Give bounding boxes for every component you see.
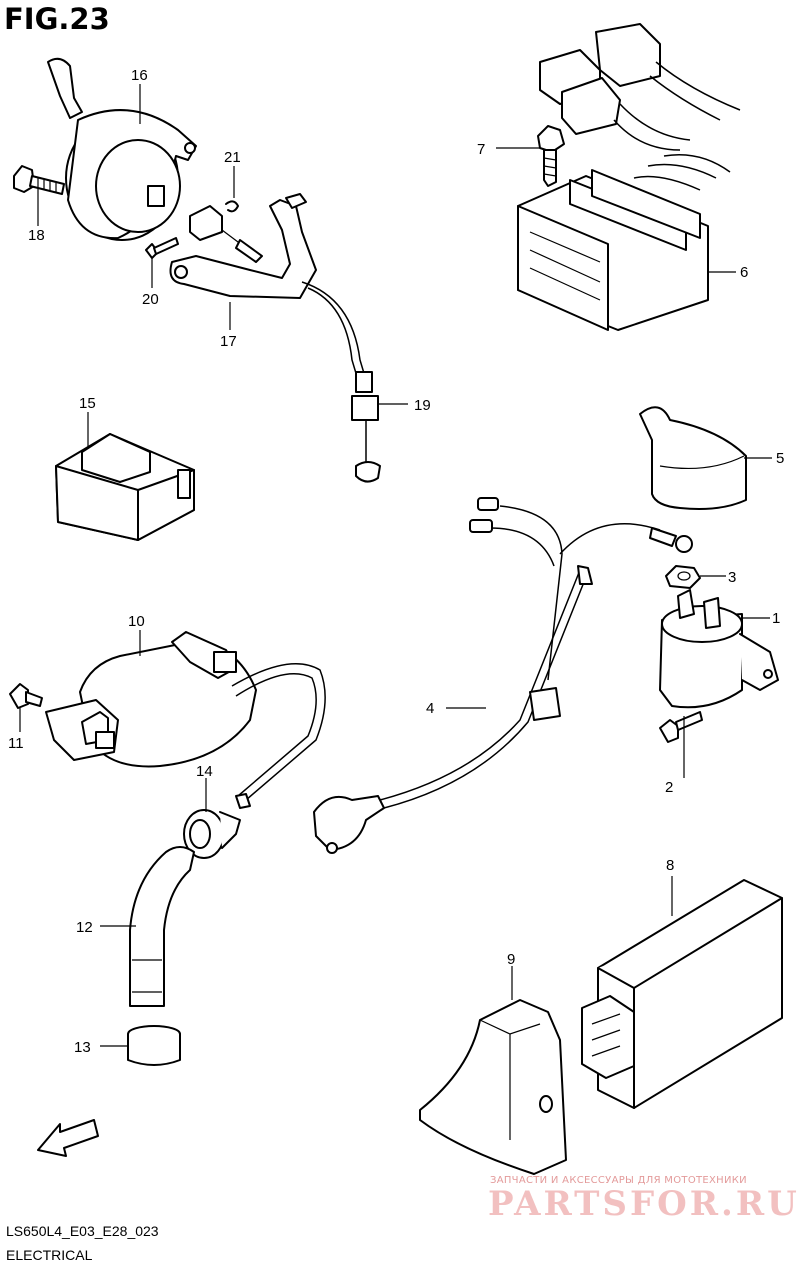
callout-12: 12 (76, 919, 93, 936)
callout-21: 21 (224, 149, 241, 166)
callout-lines (19, 84, 772, 1047)
callout-19: 19 (414, 397, 431, 414)
callout-18: 18 (28, 227, 45, 244)
part-13-boot[interactable] (127, 1025, 181, 1066)
callout-3: 3 (728, 569, 736, 586)
figure-code: LS650L4_E03_E28_023 (6, 1223, 159, 1239)
callout-11: 11 (8, 735, 24, 752)
part-4-harness[interactable] (313, 497, 693, 854)
callout-5: 5 (776, 450, 784, 467)
callout-10: 10 (128, 613, 145, 630)
callout-2: 2 (665, 779, 673, 796)
callout-13: 13 (74, 1039, 91, 1056)
callout-6: 6 (740, 264, 748, 281)
part-6-regulator[interactable] (517, 23, 741, 331)
part-7-bolt[interactable] (537, 125, 565, 187)
callout-8: 8 (666, 857, 674, 874)
part-8-ecu[interactable] (581, 879, 783, 1109)
part-21-clip[interactable] (225, 200, 239, 213)
figure-title: FIG.23 (4, 2, 110, 36)
callout-4: 4 (426, 700, 434, 717)
part-10-ignition-coil[interactable] (45, 631, 326, 809)
callout-17: 17 (220, 333, 237, 350)
part-5-cover[interactable] (639, 406, 747, 510)
part-15-module[interactable] (55, 433, 195, 541)
callout-9: 9 (507, 951, 515, 968)
part-3-nut[interactable] (665, 565, 701, 589)
callout-20: 20 (142, 291, 159, 308)
callout-7: 7 (477, 141, 485, 158)
part-18-bolt[interactable] (13, 165, 65, 195)
callout-16: 16 (131, 67, 148, 84)
part-17-bracket[interactable] (169, 193, 317, 299)
watermark-brand: PARTSFOR.RU (488, 1184, 800, 1224)
watermark-tagline: ЗАПЧАСТИ И АКСЕССУАРЫ ДЛЯ МОТОТЕХНИКИ (490, 1175, 747, 1186)
fwd-arrow-icon: FWD (37, 1119, 99, 1157)
part-11-screw[interactable] (9, 683, 43, 709)
part-2-screw[interactable] (659, 711, 703, 743)
callout-14: 14 (196, 763, 213, 780)
part-1-relay[interactable] (659, 589, 779, 709)
section-label: ELECTRICAL (6, 1247, 93, 1263)
part-16-horn[interactable] (47, 57, 197, 241)
callout-15: 15 (79, 395, 96, 412)
part-9-bracket[interactable] (419, 999, 567, 1175)
callout-1: 1 (772, 610, 780, 627)
part-12-plug-cap[interactable] (129, 846, 195, 1007)
part-19-sensor[interactable] (301, 281, 381, 483)
part-14-grommet[interactable] (183, 809, 241, 859)
callout-numbers: 1 2 3 4 5 6 7 8 9 10 11 12 13 14 15 16 1… (8, 67, 784, 1056)
part-20-screw[interactable] (145, 237, 179, 259)
